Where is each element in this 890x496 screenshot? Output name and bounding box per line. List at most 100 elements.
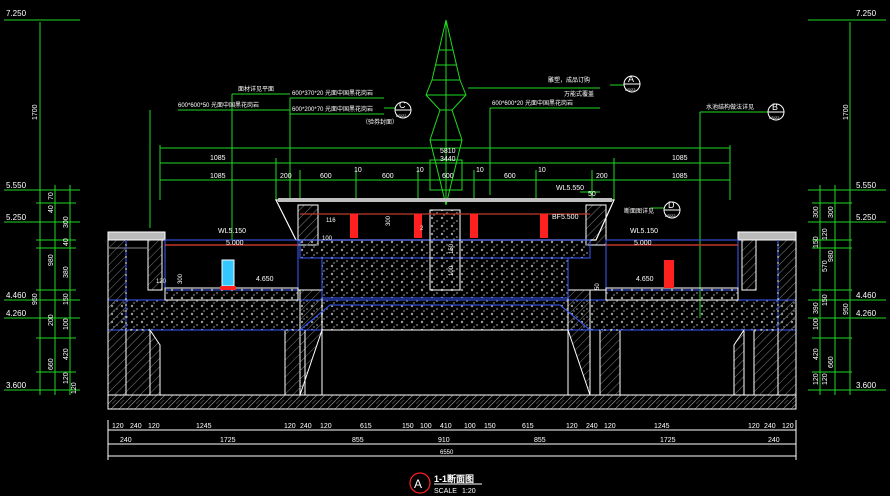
dim-text: 100 (322, 236, 333, 242)
dim-text: 40 (63, 238, 70, 246)
callout-letter: A (628, 74, 634, 84)
callout-letter: C (399, 100, 406, 110)
right-level-scale (808, 19, 886, 395)
note-right-3: 600*600*20 光面中国黑花岗岩 (492, 99, 573, 107)
dim-text: 150 (63, 293, 70, 305)
dim-text: 6550 (440, 450, 454, 456)
elev-wl-left: WL5.150 (218, 228, 246, 235)
dim-text: 1085 (210, 173, 226, 180)
callout-sub: LS/22 (396, 113, 407, 118)
level-label: 4.260 (6, 309, 27, 318)
top-dims: 5810 1085 3440 1085 10 10 10 10 1085 200… (210, 148, 688, 198)
dim-text: 1085 (672, 173, 688, 180)
dim-text: 1725 (660, 437, 676, 444)
dim-text: 100 (813, 318, 820, 330)
left-structure (107, 204, 323, 396)
level-label: 4.460 (6, 291, 27, 300)
title-symbol: A (414, 477, 422, 491)
title-name: 1-1断面图 (434, 473, 474, 484)
dim-text: 570 (822, 260, 829, 272)
dim-text: 2 (420, 226, 424, 232)
dim-text: 120 (148, 423, 160, 430)
membrane-lines (125, 240, 779, 331)
dim-text: 855 (534, 437, 546, 444)
note-mid-2: 600*200*70 光面中国黑花岗岩 (292, 105, 373, 113)
level-label: 4.460 (856, 291, 877, 300)
dim-text: 420 (813, 348, 820, 360)
dim-text: 150 (449, 243, 455, 254)
dim-text: 1085 (672, 155, 688, 162)
central-basin (275, 198, 615, 396)
drawing-title: A 1-1断面图 SCALE 1:20 (409, 472, 482, 495)
scale-value: 1:20 (462, 488, 476, 495)
dim-text: 70 (48, 192, 55, 200)
dim-text: 10 (416, 167, 424, 174)
level-label: 5.250 (6, 213, 27, 222)
dim-text: 1700 (32, 104, 39, 120)
left-vertical-dims: 1700 70 40 300 40 380 980 950 200 100 15… (32, 104, 78, 394)
dim-text: 120 (156, 279, 167, 285)
elevation-marks: WL5.150 5.000 4.650 WL5.550 BF5.500 WL5.… (218, 185, 658, 283)
note-right-top: 雕塑，成品订购 (548, 76, 590, 84)
callout-d: D LS/22 (663, 200, 681, 219)
dim-text: 120 (63, 372, 70, 384)
sculpture (425, 19, 467, 206)
dim-text: 240 (130, 423, 142, 430)
dim-text: 1085 (210, 155, 226, 162)
note-left-top: 面材详见平面 (238, 85, 274, 93)
dim-text: 300 (63, 216, 70, 228)
dim-text: 100 (420, 423, 432, 430)
elev-ground-left: 5.000 (226, 240, 244, 247)
dim-text: 980 (48, 254, 55, 266)
dim-text: 120 (604, 423, 616, 430)
dim-text: 390 (813, 302, 820, 314)
scale-label: SCALE (434, 488, 457, 495)
dim-text: 1700 (843, 104, 850, 120)
dim-text: 380 (63, 266, 70, 278)
note-mid-top: 600*370*20 光面中国黑花岗岩 (292, 89, 373, 97)
callout-b: B LS/22 (767, 102, 785, 121)
dim-text: 1245 (196, 423, 212, 430)
level-label: 3.600 (6, 381, 27, 390)
dim-text: 10 (354, 167, 362, 174)
dim-text: 240 (120, 437, 132, 444)
callout-a: A LS/22 (623, 74, 641, 93)
dim-text: 240 (764, 423, 776, 430)
elev-wl-right: WL5.150 (630, 228, 658, 235)
dim-text: 980 (828, 250, 835, 262)
callout-letter: D (668, 200, 675, 210)
dim-text: 10 (476, 167, 484, 174)
dim-text: 100 (449, 265, 455, 276)
level-label: 7.250 (6, 9, 27, 18)
dim-text: 300 (828, 206, 835, 218)
dim-text: 50 (595, 283, 601, 290)
bottom-dims-row3: 6550 (440, 450, 454, 456)
dim-text: 240 (586, 423, 598, 430)
left-level-scale (4, 19, 80, 395)
callout-sub: LS/22 (769, 115, 780, 120)
dim-text: 5810 (440, 148, 456, 155)
callout-sub: LS/22 (625, 87, 636, 92)
dim-text: 116 (326, 218, 336, 224)
dim-text: 150 (822, 294, 829, 306)
note-far-right: 水池结构做法详见 (706, 103, 754, 111)
dim-text: 660 (828, 356, 835, 368)
level-label: 7.250 (856, 9, 877, 18)
left-level-labels: 7.250 5.550 5.250 4.460 4.260 3.600 (6, 9, 27, 390)
dim-text: 120 (748, 423, 760, 430)
dim-text: 200 (596, 173, 608, 180)
dim-text: 240 (300, 423, 312, 430)
dim-text: 420 (63, 348, 70, 360)
dim-text: 600 (382, 173, 394, 180)
dim-text: 150 (402, 423, 414, 430)
level-label: 4.260 (856, 309, 877, 318)
dim-text: 240 (768, 437, 780, 444)
elev-bf-mid: BF5.500 (552, 214, 579, 221)
dim-text: 855 (352, 437, 364, 444)
dim-text: 150 (813, 236, 820, 248)
dim-text: 1245 (654, 423, 670, 430)
note-mid-3: （验券封面） (362, 118, 398, 126)
dim-text: 410 (440, 423, 452, 430)
leader-lines (149, 84, 774, 318)
